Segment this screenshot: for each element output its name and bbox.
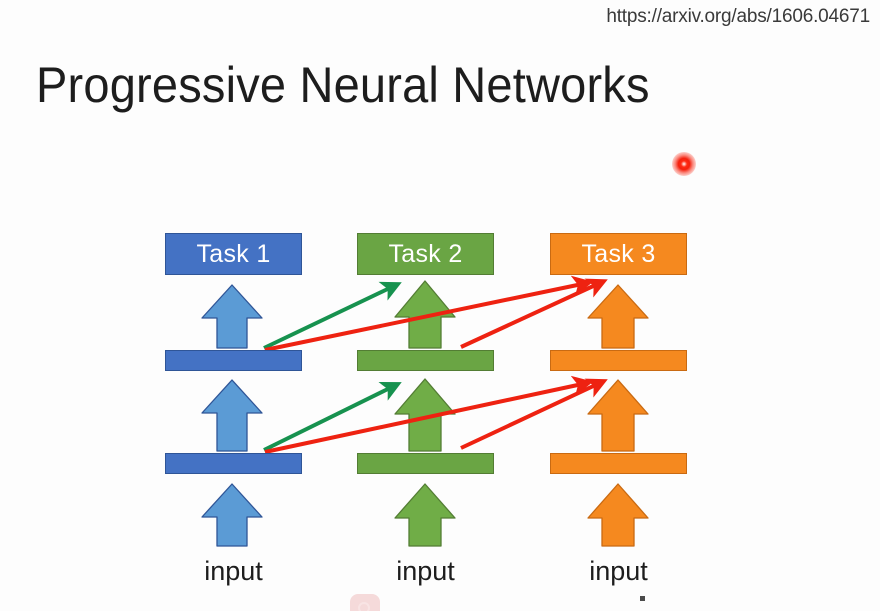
lateral-connections-lower — [263, 375, 608, 454]
task-box-1-label: Task 1 — [196, 239, 271, 268]
page-title: Progressive Neural Networks — [36, 57, 650, 113]
bottom-watermark-logo — [350, 594, 380, 611]
layer-bar-task2-lower — [357, 453, 494, 474]
task-box-1[interactable]: Task 1 — [165, 233, 302, 275]
input-label-task3: input — [589, 556, 648, 586]
lateral-arrow-red-bottom-long — [264, 375, 594, 454]
column-task-2-up-arrows — [394, 280, 456, 547]
input-label-task2: input — [396, 556, 455, 586]
up-arrow-blue-top — [201, 284, 263, 349]
up-arrow-orange-top — [587, 284, 649, 349]
lateral-arrow-red-bottom-short — [460, 378, 608, 450]
layer-bar-task3-lower — [550, 453, 687, 474]
source-url-text: https://arxiv.org/abs/1606.04671 — [606, 6, 870, 27]
lateral-arrow-green-top — [263, 281, 402, 350]
up-arrow-green-bottom — [394, 483, 456, 547]
lateral-arrow-red-top-short — [460, 278, 608, 349]
task-box-2[interactable]: Task 2 — [357, 233, 494, 275]
up-arrow-blue-middle — [201, 379, 263, 452]
task-box-3[interactable]: Task 3 — [550, 233, 687, 275]
up-arrow-blue-bottom — [201, 483, 263, 547]
input-label-task1: input — [204, 556, 263, 586]
layer-bar-task2-upper — [357, 350, 494, 371]
lateral-arrow-green-bottom — [263, 382, 402, 452]
up-arrow-orange-middle — [587, 379, 649, 452]
lateral-connections-upper — [263, 275, 608, 352]
up-arrow-green-top — [394, 280, 456, 349]
up-arrow-orange-bottom — [587, 483, 649, 547]
up-arrow-green-middle — [394, 378, 456, 452]
column-task-1-up-arrows — [201, 284, 263, 547]
lateral-arrow-red-top-long — [264, 275, 594, 352]
layer-bar-task1-upper — [165, 350, 302, 371]
layer-bar-task3-upper — [550, 350, 687, 371]
task-box-2-label: Task 2 — [388, 239, 463, 268]
column-task-3-up-arrows — [587, 284, 649, 547]
bottom-cursor-dot — [640, 596, 645, 601]
layer-bar-task1-lower — [165, 453, 302, 474]
task-box-3-label: Task 3 — [581, 239, 656, 268]
